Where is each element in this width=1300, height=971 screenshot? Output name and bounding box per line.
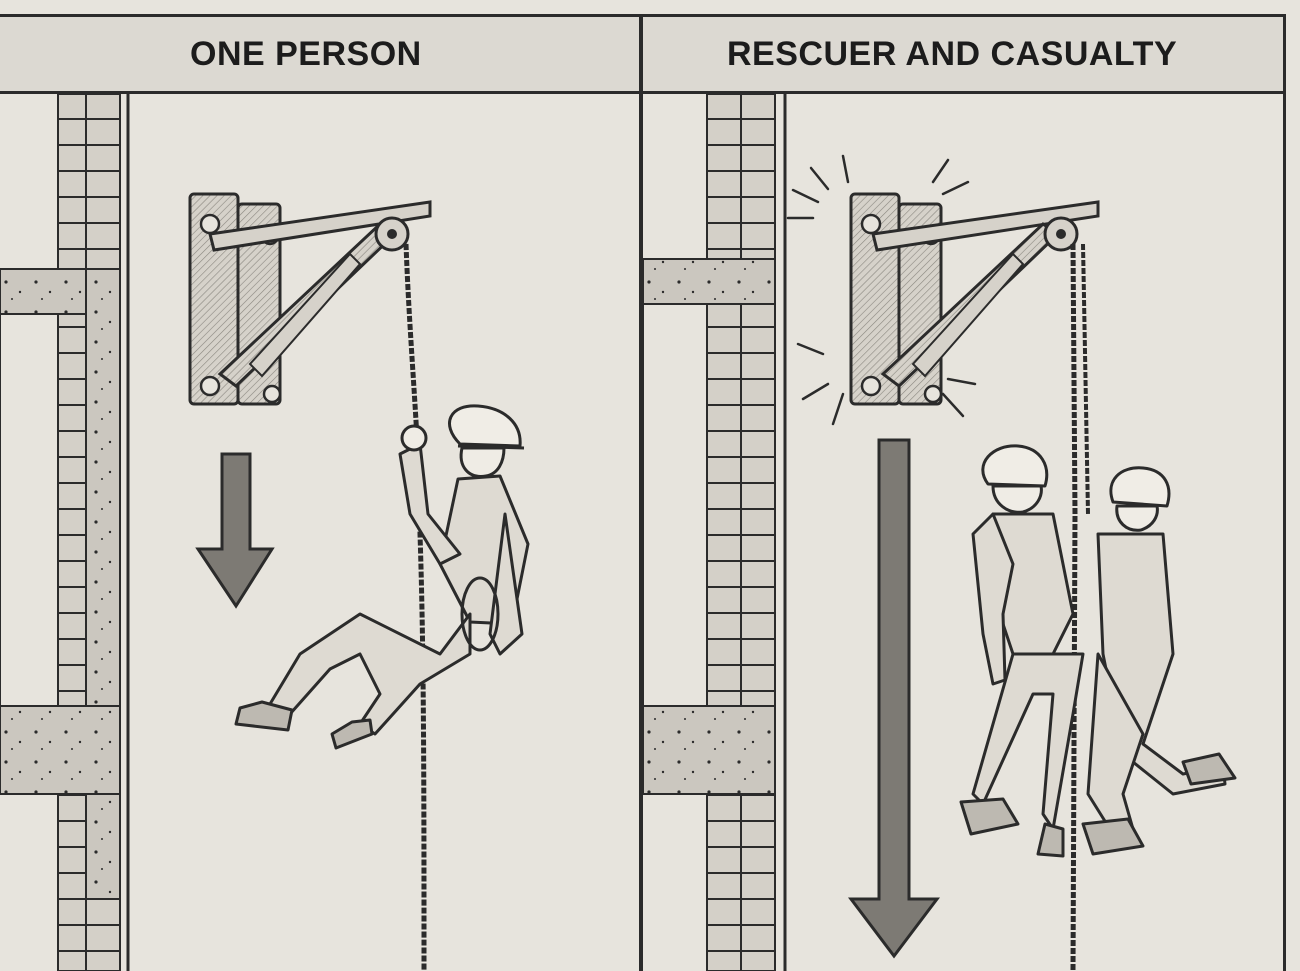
davit-bracket-left bbox=[188, 192, 432, 406]
concrete-structure-left bbox=[0, 268, 121, 900]
panel-header-rescuer-and-casualty: RESCUER AND CASUALTY bbox=[643, 14, 1283, 94]
rope-right-b bbox=[1081, 243, 1090, 515]
panel-one-person: ONE PERSON bbox=[0, 14, 642, 971]
rescuer-figure bbox=[1081, 466, 1237, 856]
casualty-figure bbox=[959, 444, 1085, 858]
panel-title-rescuer-and-casualty: RESCUER AND CASUALTY bbox=[727, 34, 1178, 73]
panel-header-one-person: ONE PERSON bbox=[0, 14, 639, 94]
panel-rescuer-and-casualty: RESCUER AND CASUALTY bbox=[640, 14, 1286, 971]
stress-burst-icon bbox=[786, 154, 977, 426]
rope-left bbox=[403, 243, 427, 971]
rope-right-a bbox=[1070, 243, 1078, 971]
concrete-structure-right bbox=[643, 258, 776, 795]
worker-figure bbox=[234, 404, 530, 750]
one-person-drawing bbox=[0, 94, 530, 971]
arrow-down-icon bbox=[195, 452, 275, 609]
arrow-down-icon bbox=[847, 438, 941, 959]
panel-title-one-person: ONE PERSON bbox=[190, 34, 422, 73]
rescuer-and-casualty-drawing bbox=[643, 94, 1237, 971]
brick-wall-right bbox=[706, 94, 787, 971]
davit-bracket-right bbox=[849, 192, 1100, 406]
